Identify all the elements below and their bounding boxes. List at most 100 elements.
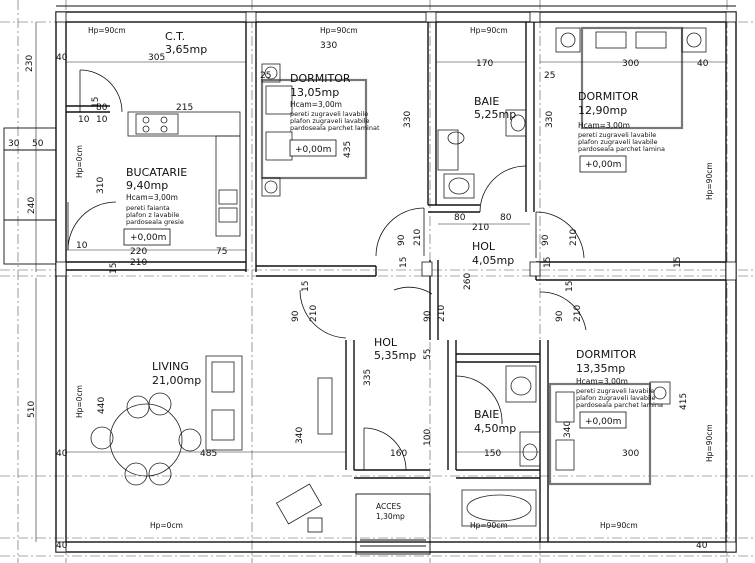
interior-walls [66,22,726,555]
svg-text:30: 30 [8,139,20,149]
svg-text:40: 40 [56,53,68,63]
svg-text:310: 310 [96,177,106,194]
svg-text:15: 15 [399,257,409,268]
svg-text:55: 55 [423,349,433,360]
room-baie-2: BAIE 4,50mp [474,408,516,435]
room-finish: pardoseala parchet lamina [578,145,665,153]
svg-text:100: 100 [423,429,433,446]
room-area: 5,25mp [474,108,516,121]
svg-text:75: 75 [216,247,227,257]
svg-text:435: 435 [343,141,353,158]
room-name: ACCES [376,502,401,511]
room-name: C.T. [165,30,185,43]
svg-text:15: 15 [91,97,101,108]
svg-text:510: 510 [27,401,37,418]
svg-text:80: 80 [454,213,466,223]
svg-text:210: 210 [309,305,319,322]
svg-text:90: 90 [397,234,407,246]
svg-text:415: 415 [679,393,689,410]
room-dormitor-3: DORMITOR 13,35mp Hcam=3,00m pereti zugra… [576,348,663,427]
room-area: 4,05mp [472,254,514,267]
svg-text:15: 15 [565,281,575,292]
room-finish: plafon zugraveli lavabile [576,394,656,402]
room-finish: pereti zugraveli lavabile [576,387,654,395]
room-name: BAIE [474,408,499,421]
exterior-walls [3,5,737,553]
svg-text:15: 15 [109,263,119,274]
room-finish: plafon z lavabile [126,211,179,219]
svg-text:330: 330 [403,111,413,128]
svg-text:Hp=0cm: Hp=0cm [75,385,84,418]
living-furniture [90,355,333,533]
svg-text:230: 230 [25,55,35,72]
room-hol-2: HOL 5,35mp [374,336,416,362]
svg-text:10: 10 [78,115,90,125]
svg-text:215: 215 [176,103,193,113]
svg-text:10: 10 [76,241,88,251]
svg-text:210: 210 [130,258,147,268]
svg-text:160: 160 [390,449,407,459]
room-height: Hcam=3,00m [576,377,628,386]
sill-height-labels: Hp=90cm Hp=90cm Hp=90cm Hp=0cm Hp=0cm Hp… [75,26,714,530]
room-hol-1: HOL 4,05mp [472,240,514,267]
room-name: HOL [374,336,398,349]
room-area: 5,35mp [374,349,416,362]
structural-columns [55,11,737,553]
room-acces: ACCES 1,30mp [376,502,405,521]
svg-text:80: 80 [500,213,512,223]
room-finish: pereti zugraveli lavabile [290,110,368,118]
room-finish: pardoseala parchet lamina [576,401,663,409]
room-area: 1,30mp [376,512,405,521]
room-height: Hcam=3,00m [578,121,630,130]
doors [67,69,587,471]
svg-text:210: 210 [437,305,447,322]
room-finish: pereti faianta [126,204,170,212]
room-name: BUCATARIE [126,166,187,179]
bathroom-1-fixtures [437,109,527,199]
kitchen-furniture [127,111,241,237]
svg-text:40: 40 [56,449,68,459]
room-name: DORMITOR [578,90,639,103]
room-height: Hcam=3,00m [126,193,178,202]
svg-text:300: 300 [622,449,639,459]
svg-text:340: 340 [563,421,573,438]
room-name: DORMITOR [290,72,351,85]
svg-text:210: 210 [569,229,579,246]
svg-text:330: 330 [545,111,555,128]
room-area: 9,40mp [126,179,168,192]
svg-text:220: 220 [130,247,147,257]
room-area: 4,50mp [474,422,516,435]
room-finish: pardoseala parchet laminat [290,124,380,132]
bed-dormitor-2 [555,26,707,173]
svg-text:260: 260 [463,273,473,290]
room-area: 12,90mp [578,104,627,117]
dimension-lines [35,22,726,542]
svg-text:Hp=90cm: Hp=90cm [705,162,714,200]
room-living: LIVING 21,00mp [152,360,201,387]
room-finish: plafon zugraveli lavabile [578,138,658,146]
room-bucatarie: BUCATARIE 9,40mp Hcam=3,00m pereti faian… [123,166,187,246]
bathroom-2-fixtures [461,365,541,527]
bed-dormitor-1 [260,63,368,197]
svg-text:305: 305 [148,53,165,63]
svg-text:Hp=90cm: Hp=90cm [88,26,126,35]
room-name: BAIE [474,95,499,108]
svg-text:40: 40 [56,541,68,551]
room-area: 13,35mp [576,362,625,375]
room-ct: C.T. 3,65mp [165,30,207,56]
svg-text:80: 80 [96,103,108,113]
room-level: +0,00m [585,160,621,170]
room-finish: plafon zugraveli lavabile [290,117,370,125]
svg-text:25: 25 [544,71,555,81]
svg-text:335: 335 [363,369,373,386]
svg-text:300: 300 [622,59,639,69]
room-area: 13,05mp [290,86,339,99]
svg-text:Hp=90cm: Hp=90cm [470,521,508,530]
svg-text:40: 40 [696,541,708,551]
svg-text:440: 440 [97,397,107,414]
svg-text:330: 330 [320,41,337,51]
svg-text:210: 210 [472,223,489,233]
svg-text:25: 25 [260,71,271,81]
svg-text:15: 15 [673,257,683,268]
